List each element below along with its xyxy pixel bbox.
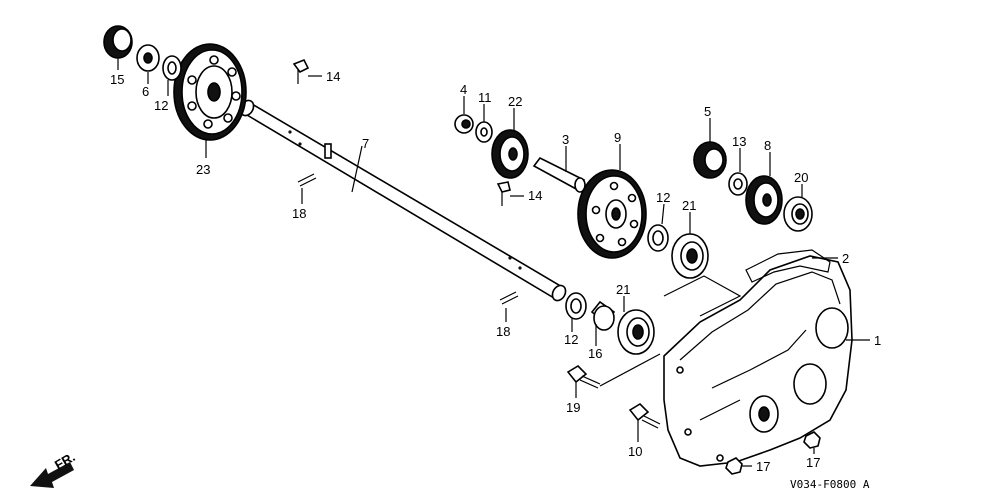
callout-11: 11	[478, 90, 492, 105]
bolt-19-part	[566, 364, 601, 389]
cap-15-part	[103, 25, 133, 59]
callout-4: 4	[460, 82, 467, 97]
arrow-front-icon	[30, 462, 74, 488]
washer-13-part	[728, 172, 748, 196]
callout-7: 7	[362, 136, 369, 151]
callout-21b: 21	[616, 282, 630, 297]
callout-2: 2	[842, 251, 849, 266]
shaft-part	[239, 99, 567, 302]
nut-17a-part	[725, 457, 743, 475]
callout-6: 6	[142, 84, 149, 99]
callout-10: 10	[628, 444, 642, 459]
gear-23-part	[173, 43, 247, 141]
washer-12c-part	[565, 292, 587, 320]
leader-lines	[117, 58, 870, 467]
callout-9: 9	[614, 130, 621, 145]
callout-15: 15	[110, 72, 124, 87]
washer-12a-part	[162, 55, 182, 81]
callout-3: 3	[562, 132, 569, 147]
callout-18b: 18	[496, 324, 510, 339]
pin-14b-part	[496, 181, 511, 206]
bearing-21a-part	[671, 233, 709, 279]
callout-20: 20	[794, 170, 808, 185]
gasket-2-part	[745, 249, 831, 283]
callout-19: 19	[566, 400, 580, 415]
gear-9-part	[577, 169, 647, 259]
clip-18a-part	[297, 173, 317, 187]
callout-18a: 18	[292, 206, 306, 221]
gear-case-1-part	[663, 255, 853, 467]
washer-6-part	[136, 44, 160, 72]
washer-11-part	[475, 121, 493, 143]
gear-22-part	[491, 129, 529, 179]
callout-14b: 14	[528, 188, 542, 203]
callout-21a: 21	[682, 198, 696, 213]
bolt-10-part	[628, 402, 661, 429]
callout-22: 22	[508, 94, 522, 109]
pinion-shaft-3-part	[532, 156, 586, 193]
callout-23: 23	[196, 162, 210, 177]
nut-17b-part	[803, 431, 821, 449]
clip-18b-part	[499, 291, 519, 305]
direction-label: FR.	[52, 449, 78, 472]
callout-13: 13	[732, 134, 746, 149]
washer-12b-part	[647, 224, 669, 252]
collar-16-part	[590, 300, 616, 331]
collar-4-part	[454, 114, 474, 134]
callout-12a: 12	[154, 98, 168, 113]
callout-16: 16	[588, 346, 602, 361]
callout-14a: 14	[326, 69, 340, 84]
callout-17b: 17	[806, 455, 820, 470]
callout-5: 5	[704, 104, 711, 119]
diagram-code: V034-F0800 A	[790, 478, 870, 491]
pin-14a-part	[292, 58, 310, 84]
callout-1: 1	[874, 333, 881, 348]
bearing-20-part	[783, 196, 813, 232]
gear-8-part	[745, 175, 783, 225]
seal-5-part	[693, 141, 727, 179]
callout-labels: 15 6 12 23 14 7 18 4 11 22 3 14 9 12 21 …	[110, 69, 881, 474]
callout-17a: 17	[756, 459, 770, 474]
callout-8: 8	[764, 138, 771, 153]
bearing-21b-part	[617, 309, 655, 355]
callout-12c: 12	[564, 332, 578, 347]
callout-12b: 12	[656, 190, 670, 205]
